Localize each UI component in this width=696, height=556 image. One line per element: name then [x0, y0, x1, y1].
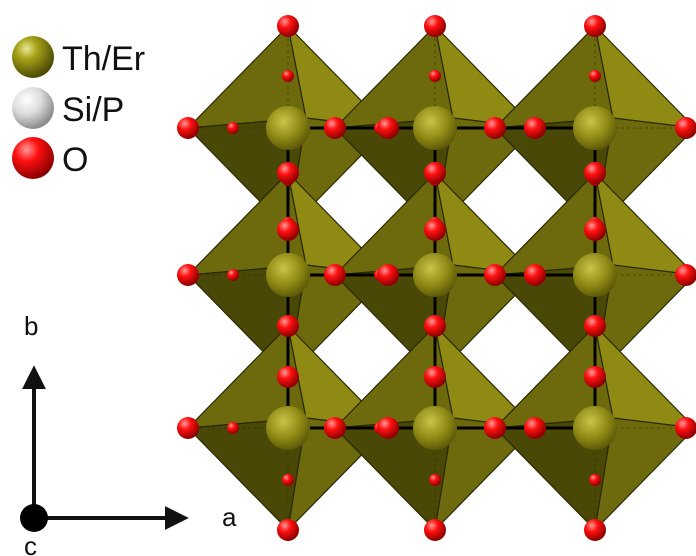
o-atom — [177, 117, 199, 139]
o-atom-small — [282, 474, 294, 486]
o-atom — [424, 315, 446, 337]
o-atom — [675, 264, 696, 286]
o-atom — [377, 264, 399, 286]
o-atom — [424, 15, 446, 37]
o-sphere-icon — [12, 137, 54, 179]
o-atom — [277, 15, 299, 37]
legend-item-th-er: Th/Er — [12, 36, 145, 78]
th-er-atom — [413, 406, 457, 450]
o-atom — [324, 117, 346, 139]
th-er-atom — [573, 253, 617, 297]
th-er-atom — [266, 106, 310, 150]
th-er-atom — [573, 106, 617, 150]
th-er-sphere-icon — [12, 36, 54, 78]
o-atom — [584, 366, 606, 388]
o-atom-small — [227, 269, 239, 281]
o-atom — [584, 15, 606, 37]
o-atom — [484, 264, 506, 286]
o-atom-small — [429, 474, 441, 486]
o-atom — [424, 366, 446, 388]
o-atom — [675, 417, 696, 439]
o-atom-small — [227, 422, 239, 434]
o-atom — [377, 117, 399, 139]
polyhedron-face — [594, 417, 696, 531]
th-er-atom — [266, 406, 310, 450]
o-atom-small — [282, 70, 294, 82]
o-atom — [277, 219, 299, 241]
o-atom — [584, 315, 606, 337]
a-axis-label: a — [222, 502, 237, 532]
b-axis-label: b — [24, 311, 38, 341]
o-atom — [484, 117, 506, 139]
o-atom-small — [227, 122, 239, 134]
o-atom — [584, 219, 606, 241]
th-er-atom — [413, 106, 457, 150]
o-atom — [277, 315, 299, 337]
o-atom — [424, 219, 446, 241]
o-atom-small — [589, 70, 601, 82]
o-atom — [524, 117, 546, 139]
o-atom — [324, 264, 346, 286]
o-atom — [277, 519, 299, 541]
o-atom — [177, 417, 199, 439]
o-atom — [584, 519, 606, 541]
o-atom — [424, 519, 446, 541]
legend-label-th-er: Th/Er — [62, 40, 145, 78]
o-atom — [584, 162, 606, 184]
c-axis-dot — [20, 504, 48, 532]
o-atom — [277, 366, 299, 388]
o-atom — [524, 264, 546, 286]
o-atom — [177, 264, 199, 286]
c-axis-label: c — [24, 531, 37, 556]
legend-label-o: O — [62, 141, 88, 179]
o-atom — [377, 417, 399, 439]
o-atom — [524, 417, 546, 439]
o-atom — [484, 417, 506, 439]
o-atom — [424, 162, 446, 184]
th-er-atom — [573, 406, 617, 450]
legend-label-si-p: Si/P — [62, 91, 124, 129]
o-atom-small — [429, 70, 441, 82]
atoms-layer — [177, 15, 696, 541]
th-er-polyhedra-layer — [187, 25, 696, 531]
o-atom — [675, 117, 696, 139]
axis-indicator: b a c — [20, 311, 237, 556]
o-atom — [277, 162, 299, 184]
th-er-atom — [266, 253, 310, 297]
o-atom-small — [589, 474, 601, 486]
legend-item-o: O — [12, 137, 88, 179]
o-atom — [324, 417, 346, 439]
th-er-atom — [413, 253, 457, 297]
si-p-sphere-icon — [12, 87, 54, 129]
legend: Th/Er Si/P O — [12, 36, 145, 179]
legend-item-si-p: Si/P — [12, 87, 124, 129]
